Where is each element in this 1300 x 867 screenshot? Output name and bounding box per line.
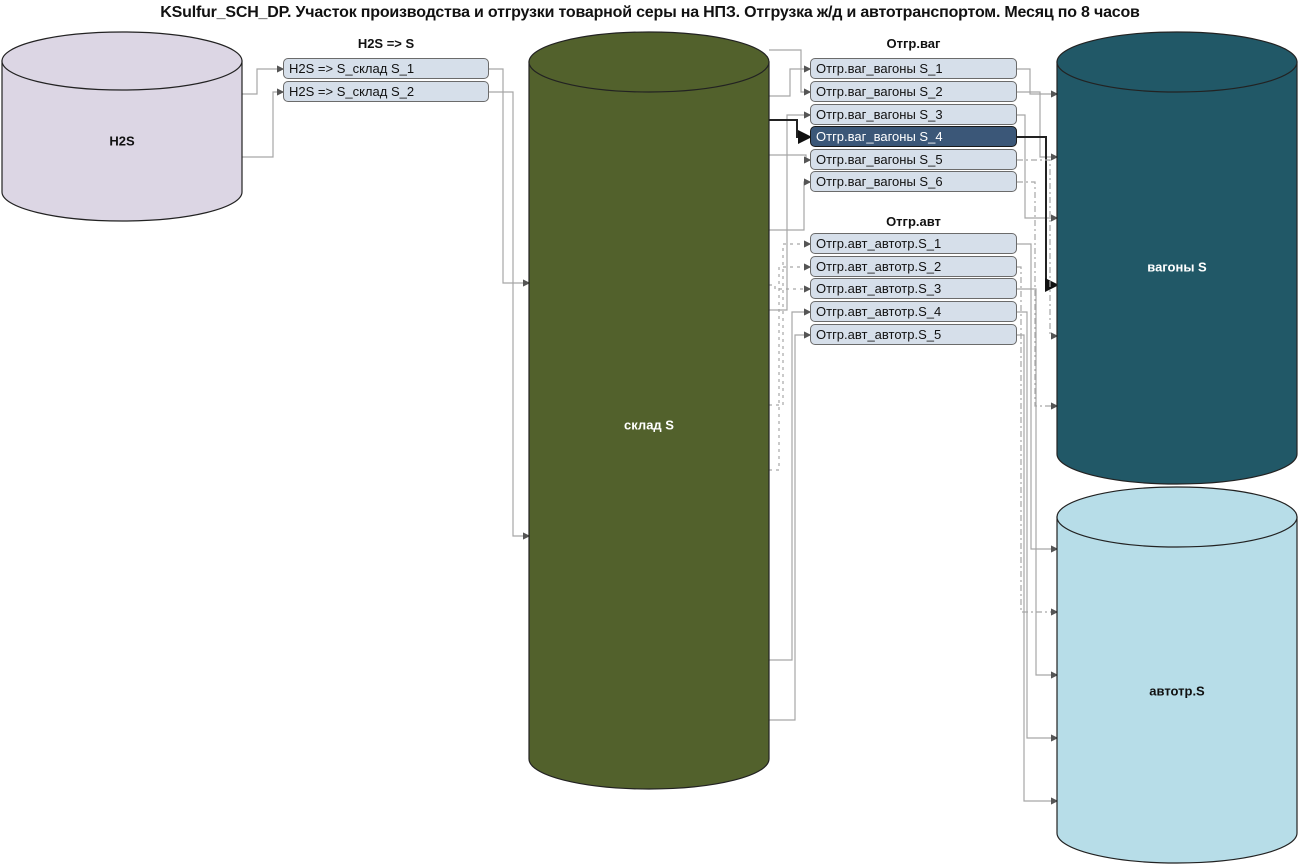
group-title-otgr-avt: Отгр.авт bbox=[886, 214, 941, 229]
connector-sklad-to-avt-3 bbox=[769, 284, 812, 293]
group-title-h2s-to-s: H2S => S bbox=[357, 36, 415, 51]
connector-vag-1-to-vagony bbox=[1017, 68, 1059, 98]
node-otgr-avt-4[interactable]: Отгр.авт_автотр.S_4 bbox=[810, 301, 1017, 322]
connector-sklad-to-vag-4 bbox=[769, 119, 812, 144]
connector-h2s-to-node-2 bbox=[242, 88, 285, 158]
tank-sklad[interactable] bbox=[528, 31, 770, 790]
connector-sklad-to-avt-5 bbox=[769, 331, 812, 721]
tank-top bbox=[1056, 486, 1298, 548]
connector-node-2-to-sklad bbox=[489, 91, 531, 540]
node-otgr-vag-4[interactable]: Отгр.ваг_вагоны S_4 bbox=[810, 126, 1017, 147]
connectors bbox=[242, 49, 1059, 805]
tank-top bbox=[528, 31, 770, 93]
connector-vag-5-to-vagony bbox=[1017, 159, 1059, 340]
tank-top bbox=[1056, 31, 1298, 93]
tank-label-avtotr: автотр.S bbox=[1149, 683, 1205, 699]
connector-sklad-to-vag-3 bbox=[769, 111, 812, 311]
connector-sklad-to-vag-1 bbox=[769, 65, 812, 97]
connector-sklad-to-avt-2 bbox=[769, 263, 812, 471]
node-otgr-vag-2[interactable]: Отгр.ваг_вагоны S_2 bbox=[810, 81, 1017, 102]
tank-top bbox=[1, 31, 243, 91]
tank-label-vagony: вагоны S bbox=[1147, 259, 1207, 275]
tank-avtotr[interactable] bbox=[1056, 486, 1298, 864]
node-otgr-avt-5[interactable]: Отгр.авт_автотр.S_5 bbox=[810, 324, 1017, 345]
connector-sklad-to-vag-2 bbox=[769, 49, 812, 96]
connector-sklad-to-avt-4 bbox=[769, 308, 812, 661]
tank-vagony[interactable] bbox=[1056, 31, 1298, 485]
node-h2s-to-sklad-1[interactable]: H2S => S_склад S_1 bbox=[283, 58, 489, 79]
connector-avt-1-to-avtotr bbox=[1017, 243, 1059, 553]
connector-vag-2-to-vagony bbox=[1017, 91, 1059, 161]
node-otgr-vag-6[interactable]: Отгр.ваг_вагоны S_6 bbox=[810, 171, 1017, 192]
connector-avt-2-to-avtotr bbox=[1017, 266, 1059, 616]
tank-h2s[interactable] bbox=[1, 31, 243, 222]
connector-h2s-to-node-1 bbox=[242, 65, 285, 95]
connector-vag-4-to-vagony bbox=[1017, 136, 1059, 292]
tanks bbox=[1, 31, 1298, 864]
node-otgr-vag-5[interactable]: Отгр.ваг_вагоны S_5 bbox=[810, 149, 1017, 170]
node-h2s-to-sklad-2[interactable]: H2S => S_склад S_2 bbox=[283, 81, 489, 102]
diagram-title: KSulfur_SCH_DP. Участок производства и о… bbox=[160, 4, 1140, 21]
tank-label-sklad: склад S bbox=[624, 417, 674, 433]
connector-avt-4-to-avtotr bbox=[1017, 311, 1059, 742]
tank-label-h2s: H2S bbox=[109, 133, 135, 149]
connector-sklad-to-vag-6 bbox=[769, 178, 812, 231]
node-otgr-vag-3[interactable]: Отгр.ваг_вагоны S_3 bbox=[810, 104, 1017, 125]
connector-avt-5-to-avtotr bbox=[1017, 334, 1059, 805]
tank-body bbox=[1056, 516, 1298, 864]
connector-sklad-to-vag-5 bbox=[769, 154, 812, 164]
connector-vag-3-to-vagony bbox=[1017, 114, 1059, 222]
connector-vag-6-to-vagony bbox=[1017, 181, 1059, 410]
connector-avt-3-to-avtotr bbox=[1017, 288, 1059, 679]
tank-body bbox=[1, 60, 243, 222]
group-title-otgr-vag: Отгр.ваг bbox=[886, 36, 941, 51]
node-otgr-avt-3[interactable]: Отгр.авт_автотр.S_3 bbox=[810, 278, 1017, 299]
node-otgr-avt-1[interactable]: Отгр.авт_автотр.S_1 bbox=[810, 233, 1017, 254]
node-otgr-vag-1[interactable]: Отгр.ваг_вагоны S_1 bbox=[810, 58, 1017, 79]
tank-body bbox=[528, 61, 770, 790]
tank-body bbox=[1056, 61, 1298, 485]
connector-node-1-to-sklad bbox=[489, 68, 531, 287]
connector-sklad-to-avt-1 bbox=[769, 240, 812, 406]
node-otgr-avt-2[interactable]: Отгр.авт_автотр.S_2 bbox=[810, 256, 1017, 277]
